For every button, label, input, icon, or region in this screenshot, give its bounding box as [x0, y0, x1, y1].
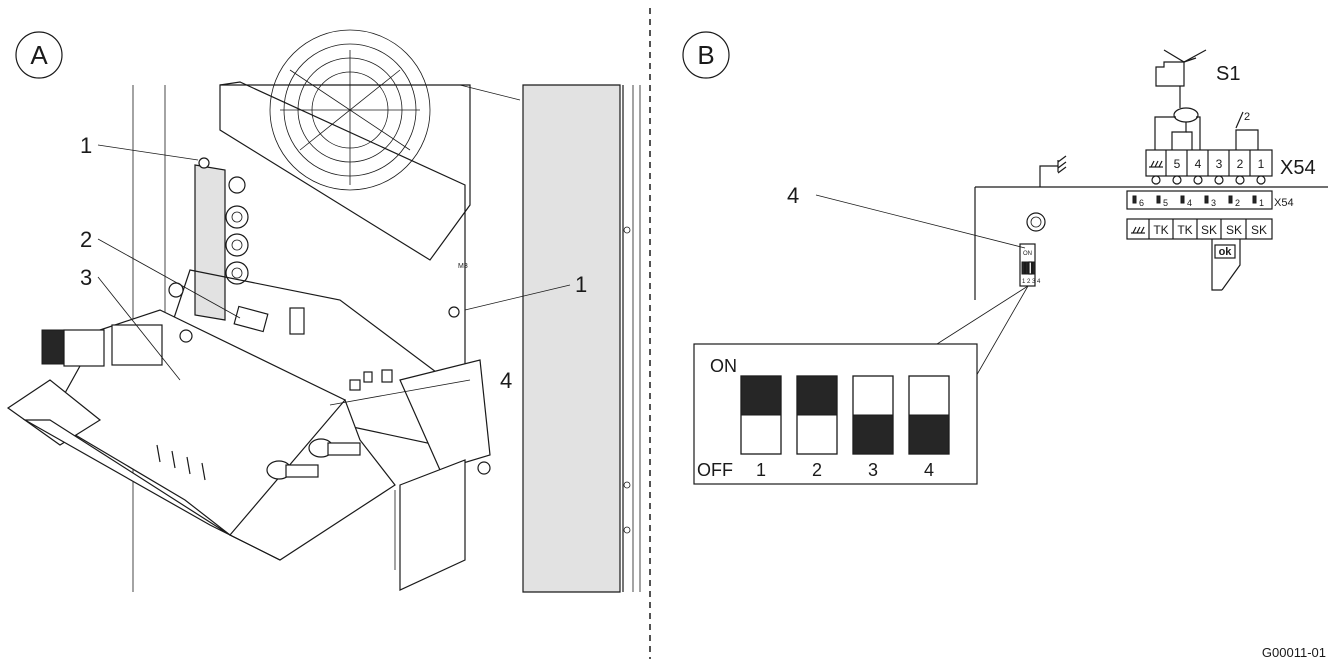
screw-right — [448, 306, 460, 318]
function-label: TK — [1177, 223, 1192, 237]
side-panel — [522, 84, 621, 593]
function-label: SK — [1226, 223, 1242, 237]
switch-s1-icon — [1155, 49, 1207, 108]
connector-sub-label: X54 — [1274, 197, 1294, 209]
panel-a-letter: A — [30, 40, 48, 70]
unit-illustration: M3 — [6, 29, 641, 593]
connector-label: X54 — [1280, 157, 1316, 179]
mounting-hole — [1026, 212, 1046, 232]
small-dip-on-label: ON — [1023, 251, 1032, 257]
dip-switch-2-knob — [796, 375, 838, 416]
ground-icon — [1039, 155, 1067, 187]
terminal-number: 5 — [1174, 157, 1181, 171]
callout-4: 4 — [500, 368, 512, 393]
dip-off-label: OFF — [697, 460, 733, 480]
svg-text:M3: M3 — [458, 263, 468, 270]
panel-b-marker — [682, 31, 730, 79]
dip-switch-4-knob — [908, 414, 950, 455]
callout-4-b: 4 — [787, 183, 799, 208]
panel-a-marker — [15, 31, 63, 79]
dip-switch-2-number: 2 — [812, 460, 822, 480]
terminal-number: 2 — [1237, 157, 1244, 171]
figure-code: G00011-01 — [1262, 645, 1326, 659]
grommets — [225, 176, 249, 285]
dip-switch-enlarged: ON OFF 1 2 3 4 — [693, 343, 978, 485]
callout-2: 2 — [80, 227, 92, 252]
cable-glands — [266, 438, 361, 480]
panel-b: B S1 2 — [682, 31, 1328, 660]
dip-switch-3-knob — [852, 414, 894, 455]
callout-3: 3 — [80, 265, 92, 290]
ok-label: ok — [1219, 246, 1233, 258]
pin-label: 5 — [1163, 198, 1168, 208]
pin-header: 6 5 4 3 2 1 — [1126, 190, 1273, 210]
dip-switch-1-knob — [740, 375, 782, 416]
function-label: TK — [1153, 223, 1168, 237]
dip-switch-1-number: 1 — [756, 460, 766, 480]
switch-s1-label: S1 — [1216, 63, 1240, 85]
pin-label: 6 — [1139, 198, 1144, 208]
panel-a: A — [6, 29, 641, 593]
dip-on-label: ON — [710, 356, 737, 376]
branch-number: 2 — [1244, 111, 1250, 123]
screw-upper — [198, 157, 210, 169]
terminal-number: 1 — [1258, 157, 1265, 171]
fan-grille-icon — [269, 29, 431, 191]
function-labels: TK TK SK SK SK — [1126, 218, 1273, 240]
pin-label: 3 — [1211, 198, 1216, 208]
dip-switch-3-number: 3 — [868, 460, 878, 480]
pin-label: 1 — [1259, 198, 1264, 208]
ground-icon — [1131, 226, 1145, 234]
pin-label: 4 — [1187, 198, 1192, 208]
dip-switch-4-number: 4 — [924, 460, 934, 480]
pin-label: 2 — [1235, 198, 1240, 208]
ground-icon — [1149, 160, 1163, 168]
function-label: SK — [1251, 223, 1267, 237]
dip-switch-small: ON 1 2 3 4 — [1019, 243, 1041, 287]
callout-1-upper: 1 — [80, 133, 92, 158]
slots — [156, 444, 206, 481]
function-label: SK — [1201, 223, 1217, 237]
ok-bridge: ok — [1211, 239, 1241, 291]
callout-1-right: 1 — [575, 272, 587, 297]
terminal-number: 4 — [1195, 157, 1202, 171]
small-dip-numbers: 1 2 3 4 — [1022, 279, 1041, 285]
x54-terminal-block: 5 4 3 2 1 — [1145, 149, 1273, 185]
panel-b-letter: B — [697, 40, 714, 70]
terminal-number: 3 — [1216, 157, 1223, 171]
